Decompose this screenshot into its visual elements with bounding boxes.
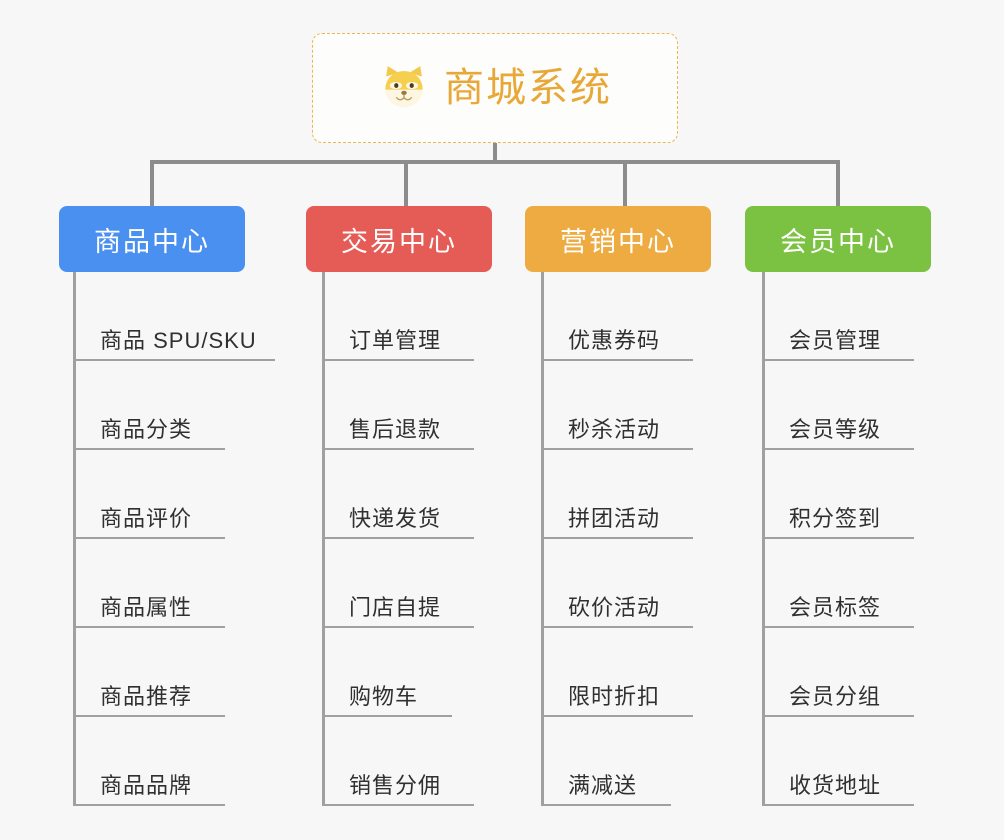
leaf-item[interactable]: 会员分组	[762, 628, 914, 717]
leaf-item[interactable]: 商品评价	[73, 450, 225, 539]
leaf-spine-2	[541, 272, 544, 806]
leaf-label: 商品品牌	[100, 772, 193, 798]
leaf-spine-0	[73, 272, 76, 806]
shiba-dog-face-icon	[378, 62, 430, 114]
connector-drop-2	[404, 160, 408, 207]
leaf-item[interactable]: 限时折扣	[541, 628, 693, 717]
root-node-label: 商城系统	[444, 66, 612, 110]
category-label-0: 商品中心	[94, 226, 210, 257]
leaf-item[interactable]: 商品 SPU/SKU	[73, 272, 275, 361]
leaf-label: 商品 SPU/SKU	[100, 327, 257, 353]
leaf-spine-1	[322, 272, 325, 806]
leaf-label: 限时折扣	[568, 683, 661, 709]
category-label-2: 营销中心	[560, 226, 676, 257]
leaf-item[interactable]: 积分签到	[762, 450, 914, 539]
leaf-item[interactable]: 满减送	[541, 717, 671, 806]
leaf-item[interactable]: 购物车	[322, 628, 452, 717]
category-label-3: 会员中心	[780, 226, 896, 257]
leaf-label: 商品推荐	[100, 683, 193, 709]
leaf-label: 满减送	[568, 772, 638, 798]
connector-root-stem	[493, 143, 497, 163]
leaf-item[interactable]: 秒杀活动	[541, 361, 693, 450]
category-box-2[interactable]: 营销中心	[525, 206, 711, 272]
leaf-label: 订单管理	[349, 327, 442, 353]
category-box-3[interactable]: 会员中心	[745, 206, 931, 272]
leaf-label: 会员等级	[789, 416, 882, 442]
leaf-label: 商品分类	[100, 416, 193, 442]
leaf-item[interactable]: 商品推荐	[73, 628, 225, 717]
leaf-label: 会员管理	[789, 327, 882, 353]
leaf-item[interactable]: 拼团活动	[541, 450, 693, 539]
leaf-label: 快递发货	[349, 505, 442, 531]
connector-drop-1	[150, 160, 154, 207]
leaf-item[interactable]: 收货地址	[762, 717, 914, 806]
leaf-spine-3	[762, 272, 765, 806]
leaf-label: 砍价活动	[568, 594, 661, 620]
leaf-item[interactable]: 会员管理	[762, 272, 914, 361]
leaf-item[interactable]: 商品属性	[73, 539, 225, 628]
connector-drop-3	[623, 160, 627, 207]
root-node-shop-system[interactable]: 商城系统	[312, 33, 678, 143]
leaf-item[interactable]: 商品品牌	[73, 717, 225, 806]
leaf-label: 商品属性	[100, 594, 193, 620]
leaf-label: 会员分组	[789, 683, 882, 709]
leaf-label: 积分签到	[789, 505, 882, 531]
leaf-label: 拼团活动	[568, 505, 661, 531]
leaf-item[interactable]: 门店自提	[322, 539, 474, 628]
leaf-item[interactable]: 优惠券码	[541, 272, 693, 361]
connector-horizontal-bus	[150, 160, 840, 164]
leaf-label: 购物车	[349, 683, 419, 709]
leaf-item[interactable]: 售后退款	[322, 361, 474, 450]
leaf-label: 秒杀活动	[568, 416, 661, 442]
connector-drop-4	[836, 160, 840, 207]
category-box-0[interactable]: 商品中心	[59, 206, 245, 272]
leaf-item[interactable]: 砍价活动	[541, 539, 693, 628]
leaf-item[interactable]: 会员标签	[762, 539, 914, 628]
leaf-label: 商品评价	[100, 505, 193, 531]
leaf-label: 优惠券码	[568, 327, 661, 353]
leaf-label: 门店自提	[349, 594, 442, 620]
category-label-1: 交易中心	[341, 226, 457, 257]
leaf-item[interactable]: 订单管理	[322, 272, 474, 361]
leaf-item[interactable]: 销售分佣	[322, 717, 474, 806]
leaf-item[interactable]: 快递发货	[322, 450, 474, 539]
leaf-label: 销售分佣	[349, 772, 442, 798]
leaf-item[interactable]: 商品分类	[73, 361, 225, 450]
leaf-label: 收货地址	[789, 772, 882, 798]
category-box-1[interactable]: 交易中心	[306, 206, 492, 272]
leaf-label: 会员标签	[789, 594, 882, 620]
leaf-label: 售后退款	[349, 416, 442, 442]
leaf-item[interactable]: 会员等级	[762, 361, 914, 450]
